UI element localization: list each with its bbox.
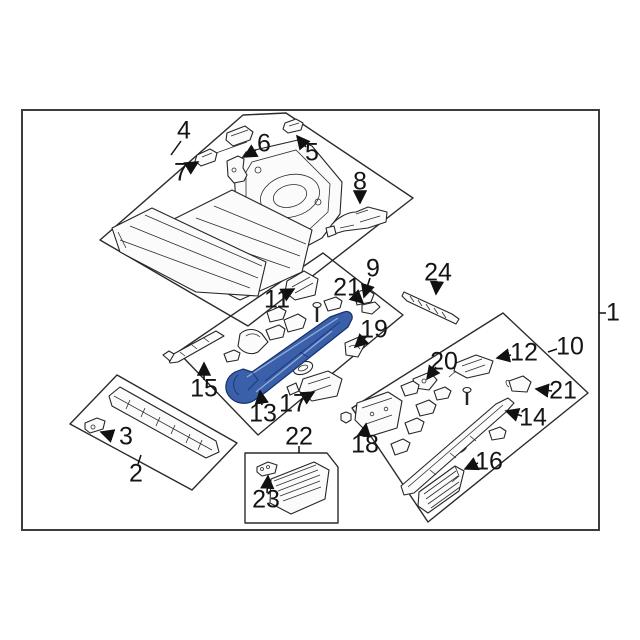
arrow-12: [495, 348, 512, 363]
callout-3: 3: [119, 422, 133, 451]
callout-11: 11: [264, 285, 290, 314]
callout-21-upper: 21: [333, 273, 361, 302]
arrow-20: [426, 364, 441, 381]
arrow-6: [242, 144, 259, 158]
callout-23: 23: [252, 485, 280, 514]
callout-2: 2: [129, 459, 143, 488]
callout-17: 17: [279, 389, 307, 418]
arrow-23: [260, 474, 275, 494]
callout-18: 18: [351, 430, 379, 459]
leader-10: [547, 348, 558, 353]
callout-16: 16: [475, 447, 503, 476]
callout-19: 19: [360, 315, 388, 344]
panel-group-13-outline: [177, 252, 404, 436]
tray-group-parts: [256, 461, 330, 515]
part-13-highlighted: [225, 310, 353, 404]
callout-9: 9: [366, 254, 380, 283]
arrow-9: [360, 277, 375, 299]
group-outlines: [69, 112, 589, 524]
arrow-18: [356, 422, 372, 438]
sill-group-parts: [223, 270, 381, 402]
part-15-rail: [162, 330, 225, 364]
panel-group-22-outline: [244, 452, 339, 524]
callout-24: 24: [424, 258, 452, 287]
callout-20: 20: [430, 347, 458, 376]
arrow-3: [99, 429, 116, 443]
callout-14: 14: [519, 403, 547, 432]
arrow-19: [353, 333, 370, 349]
arrow-14: [504, 407, 523, 422]
callout-5: 5: [305, 138, 319, 167]
arrow-17: [299, 391, 316, 405]
callout-6: 6: [257, 129, 271, 158]
callout-21-lower: 21: [549, 376, 577, 405]
callout-4: 4: [177, 116, 191, 145]
panel-group-10-outline: [351, 312, 589, 523]
arrow-7: [183, 161, 200, 175]
leader-lines: [137, 140, 606, 465]
leader-4: [170, 140, 182, 156]
part-24-rail: [401, 291, 460, 325]
arrow-13: [254, 389, 269, 406]
callout-8: 8: [353, 167, 367, 196]
callout-10: 10: [556, 332, 584, 361]
arrow-21-upper: [348, 289, 365, 305]
leader-2: [137, 454, 142, 465]
callout-arrows: [99, 134, 553, 494]
panel-group-2-outline: [69, 374, 238, 491]
callout-12: 12: [510, 338, 538, 367]
arrow-11: [279, 288, 296, 302]
callout-22: 22: [285, 422, 313, 451]
callout-7: 7: [174, 158, 188, 187]
callout-1: 1: [606, 298, 620, 327]
arrow-24: [429, 280, 445, 296]
arrow-16: [463, 457, 480, 471]
arrow-5: [295, 134, 311, 151]
panel-group-4-outline: [99, 112, 414, 327]
callout-15: 15: [190, 374, 218, 403]
arrow-21-lower: [534, 383, 553, 398]
callout-13: 13: [249, 399, 277, 428]
